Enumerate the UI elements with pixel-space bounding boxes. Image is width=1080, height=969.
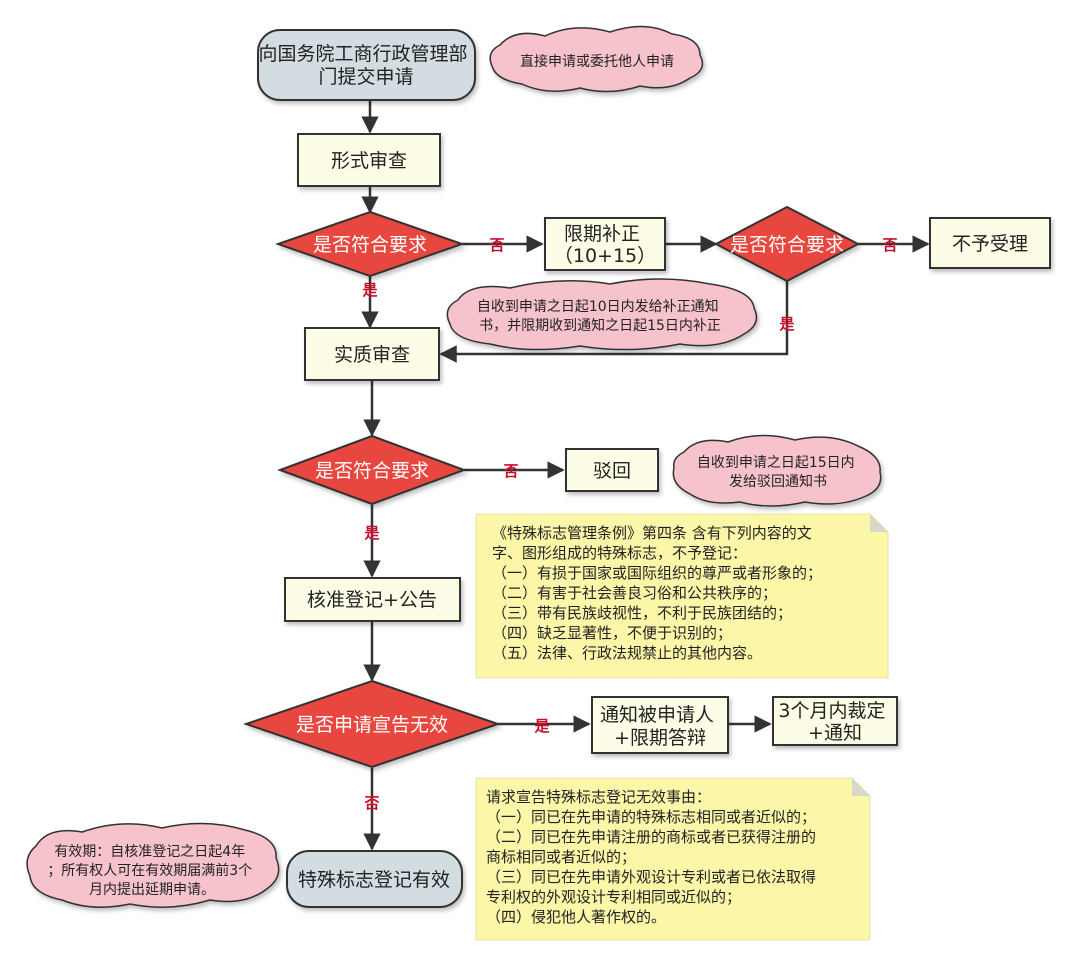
node-notify-line-2: +限期答辩 [614,727,706,749]
note-prohibited-line-4: （二）有害于社会善良习俗和公共秩序的； [492,584,777,602]
node-correction: 限期补正 （10+15） [544,217,666,271]
cloud-validity: 有效期：自核准登记之日起4年 ；所有权人可在有效期届满前3个 月内提出延期申请。 [26,822,280,908]
svg-text:是否符合要求: 是否符合要求 [730,234,844,256]
svg-text:是否申请宣告无效: 是否申请宣告无效 [296,714,448,736]
cloud-validity-line-1: 有效期：自核准登记之日起4年 [54,844,245,860]
note-invalidation-line-6: 专利权的外观设计专利相同或近似的； [486,888,741,906]
node-correction-line-2: （10+15） [554,245,656,267]
svg-text:有效期：自核准登记之日起4年 ；所有权人可在有效: 有效期：自核准登记之日起4年 ；所有权人可在有效期届满前3个 月内提出延期申请。 [47,844,256,898]
edge-label-no-1: 否 [488,236,504,254]
note-invalidation-line-4: 商标相同或者近似的； [486,848,636,866]
node-valid: 特殊标志登记有效 [286,850,463,908]
svg-text:核准登记+公告: 核准登记+公告 [307,589,437,611]
edge-labels: 否 是 否 是 否 是 是 否 [361,236,897,812]
svg-text:限期补正 （10+15）: 限期补正 （10+15） [554,223,656,267]
note-prohibited-line-7: （五）法律、行政法规禁止的其他内容。 [492,644,762,662]
node-decision-1-label: 是否符合要求 [313,234,427,256]
node-rejected: 驳回 [565,448,659,492]
node-start-line-1: 向国务院工商行政管理部 [258,43,467,65]
edge-label-yes-2: 是 [778,315,795,333]
note-prohibited-line-6: （四）缺乏显著性，不便于识别的； [492,624,732,642]
node-decision-4: 是否申请宣告无效 [242,679,502,769]
node-notify-line-1: 通知被申请人 [600,704,714,726]
node-start: 向国务院工商行政管理部 门提交申请 [257,29,476,101]
edges [361,101,930,851]
svg-text:特殊标志登记有效: 特殊标志登记有效 [298,869,450,891]
svg-text:向国务院工商行政管理部 门提交申请: 向国务院工商行政管理部 门提交申请 [258,43,473,88]
node-decision-1: 是否符合要求 [274,210,466,278]
svg-text:3个月内裁定 +通知: 3个月内裁定 +通知 [778,700,891,744]
cloud-reject-notice: 自收到申请之日起15日内 发给驳回通知书 [672,434,882,507]
node-decision-2: 是否符合要求 [713,205,861,283]
node-decision-3: 是否符合要求 [277,434,467,506]
svg-text:自收到申请之日起10日内发给补正通知 书，并限期: 自收到申请之日起10日内发给补正通知 书，并限期收到通知之日起15日内补正 [477,298,723,334]
cloud-correction-notice-line-2: 书，并限期收到通知之日起15日内补正 [479,317,721,334]
node-correction-line-1: 限期补正 [564,223,640,245]
edge-label-yes-3: 是 [363,524,380,542]
svg-text:不予受理: 不予受理 [952,233,1028,255]
cloud-validity-line-3: 月内提出延期申请。 [89,882,215,898]
node-start-line-2: 门提交申请 [318,66,413,88]
node-not-accepted: 不予受理 [929,217,1051,269]
cloud-correction-notice: 自收到申请之日起10日内发给补正通知 书，并限期收到通知之日起15日内补正 [446,278,758,351]
note-prohibited-line-1: 《特殊标志管理条例》第四条 含有下列内容的文 [492,524,812,542]
svg-text:是否符合要求: 是否符合要求 [313,234,427,256]
cloud-reject-notice-line-1: 自收到申请之日起15日内 [697,455,855,471]
note-invalidation-line-1: 请求宣告特殊标志登记无效事由： [486,788,711,806]
note-invalidation-line-3: （二）同已在先申请注册的商标或者已获得注册的 [486,828,816,846]
node-substantive-review-label: 实质审查 [334,344,410,366]
svg-text:是否符合要求: 是否符合要求 [315,460,429,482]
note-prohibited-line-3: （一）有损于国家或国际组织的尊严或者形象的； [492,564,822,582]
note-prohibited-line-5: （三）带有民族歧视性，不利于民族团结的； [492,604,792,622]
svg-text:请求宣告特殊标志登记无效事由： （一）同已在先申: 请求宣告特殊标志登记无效事由： （一）同已在先申请的特殊标志相同或者近似的； （… [486,788,821,926]
node-rejected-label: 驳回 [593,460,631,482]
edge-label-yes-1: 是 [361,281,378,299]
cloud-submit-line-1: 直接申请或委托他人申请 [520,53,674,70]
node-notify: 通知被申请人 +限期答辩 [591,696,729,754]
note-prohibited-line-2: 字、图形组成的特殊标志，不予登记： [492,544,747,562]
node-formal-review-label: 形式审查 [331,150,407,172]
node-decision-2-label: 是否符合要求 [730,234,844,256]
svg-text:通知被申请人 +限期答辩: 通知被申请人 +限期答辩 [600,704,720,749]
node-ruling-line-1: 3个月内裁定 [778,700,885,722]
svg-text:形式审查: 形式审查 [331,150,407,172]
note-invalidation: 请求宣告特殊标志登记无效事由： （一）同已在先申请的特殊标志相同或者近似的； （… [475,777,871,941]
node-ruling: 3个月内裁定 +通知 [772,696,898,746]
svg-text:驳回: 驳回 [593,460,631,482]
svg-text:《特殊标志管理条例》第四条 含有下列内容的文: 《特殊标志管理条例》第四条 含有下列内容的文 字、图形组成的特殊标志，不予登记：… [492,524,827,662]
svg-text:自收到申请之日起15日内 发给驳回通知书: 自收到申请之日起15日内 发给驳回通知书 [697,455,859,490]
node-ruling-line-2: +通知 [808,722,862,744]
note-invalidation-line-2: （一）同已在先申请的特殊标志相同或者近似的； [486,808,816,826]
node-approve-label: 核准登记+公告 [307,589,437,611]
cloud-submit: 直接申请或委托他人申请 [489,25,704,93]
note-invalidation-line-5: （三）同已在先申请外观设计专利或者已依法取得 [486,868,816,886]
node-approve: 核准登记+公告 [284,577,461,622]
note-prohibited: 《特殊标志管理条例》第四条 含有下列内容的文 字、图形组成的特殊标志，不予登记：… [475,513,889,679]
node-decision-3-label: 是否符合要求 [315,460,429,482]
edge-label-yes-4: 是 [533,717,550,735]
note-invalidation-line-7: （四）侵犯他人著作权的。 [486,908,666,926]
edge-label-no-3: 否 [502,462,518,480]
node-formal-review: 形式审查 [297,133,441,187]
cloud-correction-notice-line-1: 自收到申请之日起10日内发给补正通知 [477,298,719,315]
edge-label-no-2: 否 [881,236,897,254]
node-substantive-review: 实质审查 [304,327,440,381]
node-decision-4-label: 是否申请宣告无效 [296,714,448,736]
node-valid-label: 特殊标志登记有效 [298,869,450,891]
cloud-reject-notice-line-2: 发给驳回通知书 [729,473,827,490]
node-not-accepted-label: 不予受理 [952,233,1028,255]
edge-label-no-4: 否 [363,794,379,812]
svg-text:实质审查: 实质审查 [334,344,410,366]
edge-decision2-to-substantive [439,281,789,363]
cloud-validity-line-2: ；所有权人可在有效期届满前3个 [47,862,252,879]
svg-text:直接申请或委托他人申请: 直接申请或委托他人申请 [520,53,674,70]
